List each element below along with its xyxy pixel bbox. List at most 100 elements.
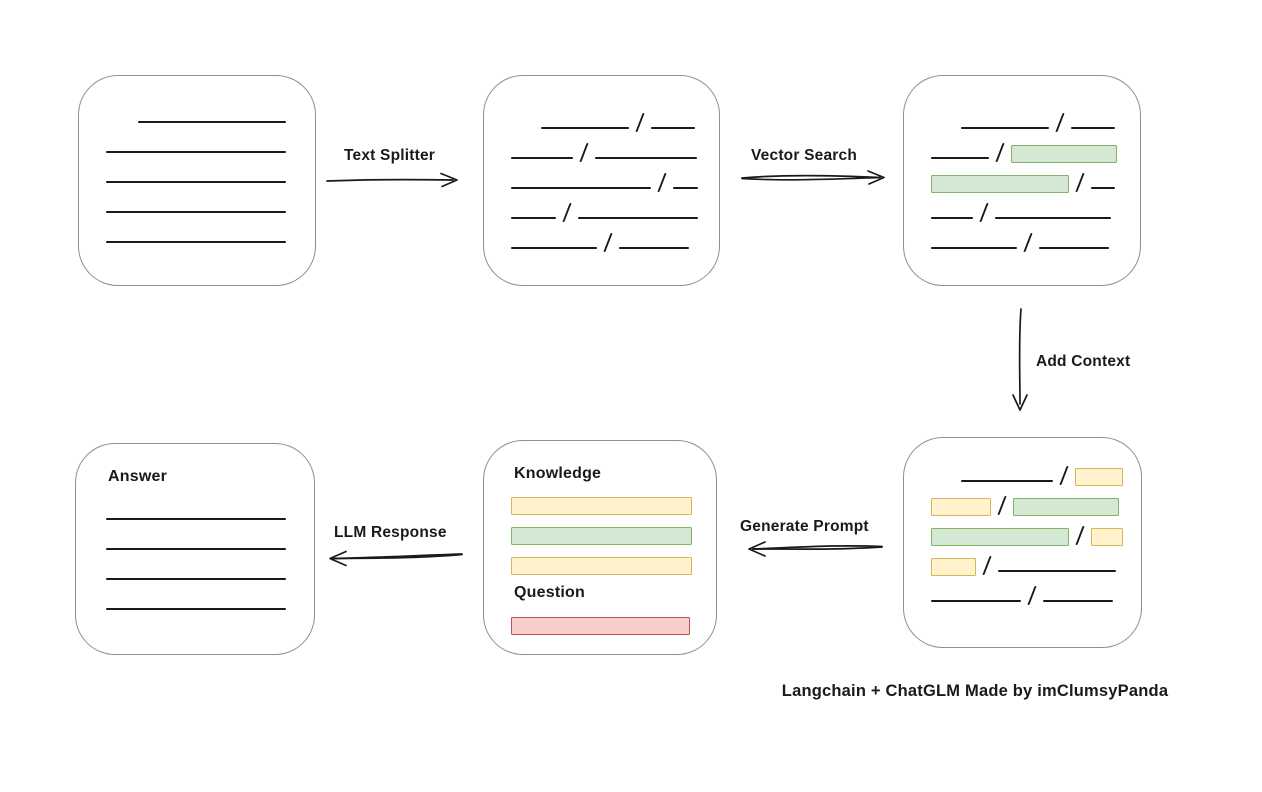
chunk-row	[511, 164, 719, 194]
text-line	[511, 247, 597, 249]
context-chunks-node	[903, 437, 1142, 648]
answer-label: Answer	[108, 468, 167, 485]
text-line	[1071, 127, 1116, 129]
slash-separator	[1075, 526, 1085, 545]
chunk-row	[541, 104, 719, 134]
slash-separator	[997, 496, 1007, 515]
chunk-row	[931, 134, 1140, 164]
text-line	[106, 548, 286, 550]
text-line	[1091, 187, 1116, 189]
slash-separator	[635, 113, 645, 132]
text-line	[651, 127, 696, 129]
chunk-row	[931, 194, 1140, 224]
arrow-left-icon	[329, 550, 463, 567]
generate-prompt-label: Generate Prompt	[740, 518, 869, 535]
text-line	[961, 480, 1053, 482]
chunk-row	[931, 517, 1141, 547]
chunk-row	[511, 516, 716, 546]
chunk-row	[511, 194, 719, 224]
text-line	[511, 217, 556, 219]
text-line	[106, 181, 286, 183]
knowledge-bars	[484, 486, 716, 576]
chunk-row	[106, 218, 315, 248]
chunk-row	[511, 486, 716, 516]
text-line	[106, 241, 286, 243]
text-line	[998, 570, 1117, 572]
text-line	[511, 187, 651, 189]
green-highlight-box	[931, 528, 1069, 546]
slash-separator	[1059, 466, 1069, 485]
green-highlight-box	[931, 175, 1069, 193]
arrow-down-icon	[1012, 308, 1028, 411]
text-line	[106, 518, 286, 520]
yellow-highlight-box	[511, 557, 692, 575]
chunk-row	[106, 585, 314, 615]
yellow-highlight-box	[931, 498, 991, 516]
question-bar	[484, 606, 716, 636]
diagram-caption: Langchain + ChatGLM Made by imClumsyPand…	[781, 682, 1169, 700]
chunk-row	[106, 158, 315, 188]
vector-chunk-lines	[904, 104, 1140, 254]
chunk-row	[511, 546, 716, 576]
text-line	[106, 578, 286, 580]
slash-separator	[657, 173, 667, 192]
slash-separator	[1075, 173, 1085, 192]
yellow-highlight-box	[1075, 468, 1124, 486]
chunk-row	[931, 547, 1141, 577]
green-highlight-box	[1011, 145, 1118, 163]
text-line	[931, 600, 1021, 602]
chunk-row	[106, 188, 315, 218]
yellow-highlight-box	[1091, 528, 1124, 546]
text-line	[541, 127, 629, 129]
document-lines	[79, 98, 315, 248]
answer-node: Answer	[75, 443, 315, 655]
document-node	[78, 75, 316, 286]
text-line	[931, 217, 973, 219]
text-line	[106, 211, 286, 213]
chunk-row	[511, 134, 719, 164]
vector-search-label: Vector Search	[751, 147, 857, 164]
text-line	[673, 187, 699, 189]
chunk-lines	[484, 104, 719, 254]
text-splitter-label: Text Splitter	[344, 147, 436, 164]
yellow-highlight-box	[511, 497, 692, 515]
text-line	[961, 127, 1049, 129]
text-line	[931, 157, 989, 159]
slash-separator	[979, 203, 989, 222]
text-line	[511, 157, 573, 159]
text-line	[106, 608, 286, 610]
chunk-row	[106, 555, 314, 585]
green-highlight-box	[511, 527, 692, 545]
slash-separator	[982, 556, 992, 575]
text-line	[595, 157, 698, 159]
green-highlight-box	[1013, 498, 1120, 516]
slash-separator	[1023, 233, 1033, 252]
slash-separator	[995, 143, 1005, 162]
arrow-left-icon	[748, 541, 883, 557]
chunk-row	[931, 164, 1140, 194]
chunk-row	[931, 577, 1141, 607]
chunk-row	[106, 525, 314, 555]
chunk-row	[511, 224, 719, 254]
answer-lines	[76, 495, 314, 615]
chunk-row	[931, 224, 1140, 254]
slash-separator	[603, 233, 613, 252]
text-line	[931, 247, 1017, 249]
text-line	[995, 217, 1112, 219]
context-chunk-lines	[904, 457, 1141, 607]
chunk-row	[106, 128, 315, 158]
add-context-label: Add Context	[1036, 353, 1131, 370]
arrow-right-icon	[326, 172, 458, 188]
slash-separator	[579, 143, 589, 162]
text-line	[1043, 600, 1114, 602]
text-line	[578, 217, 699, 219]
split-chunks-node	[483, 75, 720, 286]
text-line	[106, 151, 286, 153]
text-line	[138, 121, 286, 123]
text-line	[1039, 247, 1110, 249]
slash-separator	[562, 203, 572, 222]
yellow-highlight-box	[931, 558, 976, 576]
chunk-row	[961, 104, 1140, 134]
arrow-right-icon	[741, 170, 885, 185]
